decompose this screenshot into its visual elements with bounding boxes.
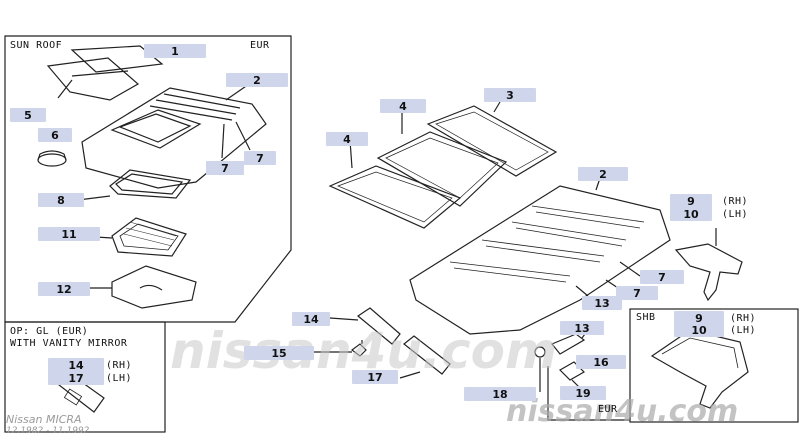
callout-14-option[interactable]: 14 <box>48 358 104 372</box>
callout-9-top[interactable]: 9 <box>670 194 712 208</box>
option-lh: (LH) <box>106 373 133 384</box>
part-3-glass-right <box>426 105 558 177</box>
part-6-cap <box>37 153 67 167</box>
callout-7-sunroof-a[interactable]: 7 <box>206 161 244 175</box>
callout-7-main-b[interactable]: 7 <box>616 286 658 300</box>
part-12-panel <box>111 265 197 309</box>
shb-rh: (RH) <box>730 313 757 324</box>
callout-13-a[interactable]: 13 <box>582 296 622 310</box>
option-panel-frame <box>4 321 166 433</box>
callout-9-shb[interactable]: 9 <box>674 311 724 325</box>
footer-model: Nissan MICRA <box>6 413 82 426</box>
part-17-visor <box>403 335 451 375</box>
shb-panel-frame <box>629 308 799 423</box>
part-2-headlining-small <box>81 87 267 189</box>
callout-18[interactable]: 18 <box>464 387 536 401</box>
part-8-frame <box>109 169 192 199</box>
callout-14-main[interactable]: 14 <box>292 312 330 326</box>
part-9-10-bracket <box>674 243 743 302</box>
label-rh: (RH) <box>722 196 749 207</box>
callout-4-left[interactable]: 4 <box>326 132 368 146</box>
callout-7-main-a[interactable]: 7 <box>640 270 684 284</box>
callout-2-sunroof[interactable]: 2 <box>226 73 288 87</box>
shb-title: SHB <box>636 312 656 323</box>
callout-17-main[interactable]: 17 <box>352 370 398 384</box>
callout-10-shb[interactable]: 10 <box>674 323 724 337</box>
callout-3[interactable]: 3 <box>484 88 536 102</box>
callout-8[interactable]: 8 <box>38 193 84 207</box>
callout-2-main[interactable]: 2 <box>578 167 628 181</box>
label-lh: (LH) <box>722 209 749 220</box>
callout-12[interactable]: 12 <box>38 282 90 296</box>
part-14-visor <box>356 307 401 345</box>
part-2-headlining <box>409 185 671 335</box>
callout-6[interactable]: 6 <box>38 128 72 142</box>
part-4-glass-left <box>328 165 462 229</box>
part-15-clip <box>351 343 367 357</box>
part-19-clip <box>559 361 585 381</box>
watermark-bottom: nissan4u.com <box>506 394 739 429</box>
callout-13-b[interactable]: 13 <box>560 321 604 335</box>
callout-10-top[interactable]: 10 <box>670 207 712 221</box>
footer-dates: 12.1982 - 11.1992 <box>6 426 90 436</box>
callout-7-sunroof-b[interactable]: 7 <box>244 151 276 165</box>
part-13-hook <box>551 333 586 355</box>
part-11-grille <box>111 217 187 257</box>
part-4-glass-mid <box>376 131 508 207</box>
sunroof-title: SUN ROOF <box>10 40 63 51</box>
sunroof-panel-frame <box>4 35 292 323</box>
sunroof-region: EUR <box>250 40 270 51</box>
part-1-glass <box>70 45 164 73</box>
part-18-knob <box>534 346 546 358</box>
shb-lh: (LH) <box>730 325 757 336</box>
callout-17-option[interactable]: 17 <box>48 371 104 385</box>
option-line2: WITH VANITY MIRROR <box>10 338 128 349</box>
callout-15[interactable]: 15 <box>244 346 314 360</box>
callout-16[interactable]: 16 <box>576 355 626 369</box>
callout-5[interactable]: 5 <box>10 108 46 122</box>
eur-bracket <box>547 366 630 421</box>
callout-1[interactable]: 1 <box>144 44 206 58</box>
callout-4-top[interactable]: 4 <box>380 99 426 113</box>
callout-11[interactable]: 11 <box>38 227 100 241</box>
eur-label: EUR <box>598 404 618 415</box>
callout-19[interactable]: 19 <box>560 386 606 400</box>
option-line1: OP: GL (EUR) <box>10 326 89 337</box>
option-rh: (RH) <box>106 360 133 371</box>
